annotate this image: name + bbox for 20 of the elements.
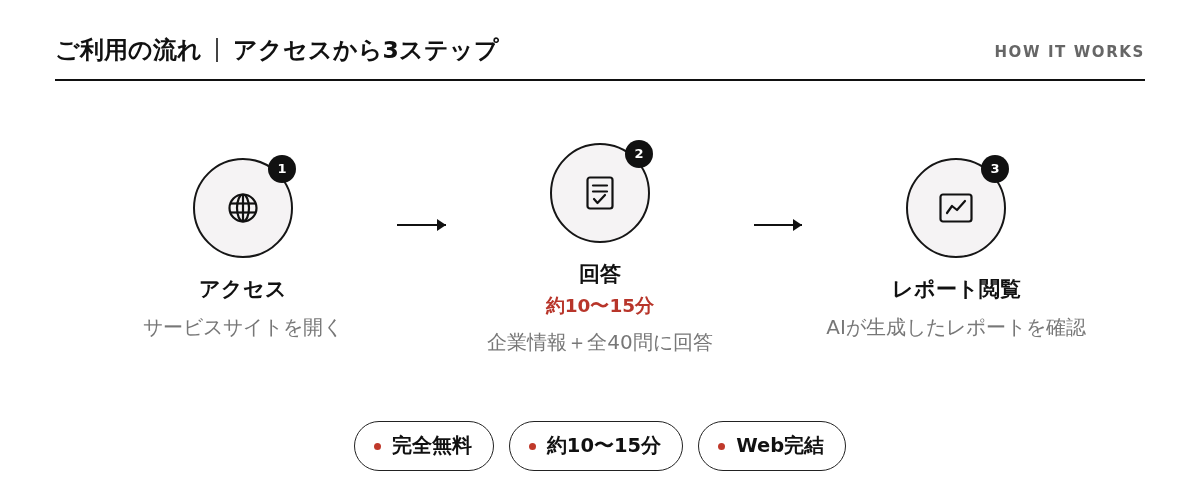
step-number: 3 xyxy=(981,155,1009,183)
arrow xyxy=(753,219,803,231)
step-description: 企業情報＋全40問に回答 xyxy=(487,329,713,356)
step-description: サービスサイトを開く xyxy=(143,314,343,341)
section-kicker: HOW IT WORKS xyxy=(994,42,1145,63)
diagram-subtitle: アクセスから3ステップ xyxy=(232,35,499,66)
arrow xyxy=(396,219,447,231)
step-title: レポート閲覧 xyxy=(891,276,1021,303)
feature-pill xyxy=(353,421,494,471)
feature-label: 完全無料 xyxy=(391,433,472,459)
step-number: 2 xyxy=(625,140,653,168)
step-title: 回答 xyxy=(579,261,621,288)
step-duration: 約10〜15分 xyxy=(545,294,655,318)
feature-pill xyxy=(698,421,847,471)
diagram-title: ご利用の流れ xyxy=(55,35,202,66)
step-title: アクセス xyxy=(199,276,287,303)
step-number: 1 xyxy=(268,155,296,183)
step-description: AIが生成したレポートを確認 xyxy=(826,314,1086,341)
feature-label: 約10〜15分 xyxy=(546,433,662,459)
feature-label: Web完結 xyxy=(736,433,825,459)
